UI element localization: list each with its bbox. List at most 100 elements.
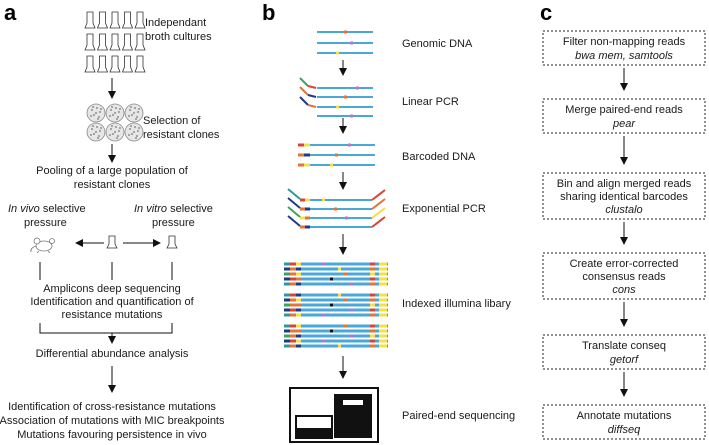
adapter-mark xyxy=(370,272,375,276)
adapter-mark xyxy=(370,308,375,312)
colony-dot xyxy=(129,109,131,111)
index-mark xyxy=(284,303,290,307)
colony-dot xyxy=(134,107,136,109)
adapter-mark xyxy=(290,293,296,297)
colony-dot xyxy=(100,108,102,110)
step1-label-line2: broth cultures xyxy=(145,31,212,43)
invivo-label-line2: pressure xyxy=(24,217,67,229)
index-mark xyxy=(284,329,290,333)
barcode-mark xyxy=(296,339,301,343)
colony-dot xyxy=(90,115,92,117)
barcode-mark xyxy=(304,153,310,157)
colony-dot xyxy=(130,125,132,127)
step5-label: Differential abundance analysis xyxy=(36,348,189,360)
pipeline-box-annotate xyxy=(542,404,706,440)
mutation-mark xyxy=(322,262,325,266)
colony-dot xyxy=(97,118,99,120)
colony-dot xyxy=(133,131,135,133)
barcode-mark xyxy=(296,334,301,338)
invivo-label-line1: In vivo selective xyxy=(8,203,86,215)
barcode-mark xyxy=(296,298,301,302)
barcode-mark xyxy=(305,216,310,220)
index-mark xyxy=(379,303,387,307)
index-mark xyxy=(379,313,387,317)
colony-dot xyxy=(110,128,112,130)
adapter-tail xyxy=(371,216,386,228)
adapter-mark xyxy=(290,298,296,302)
index-mark xyxy=(284,324,290,328)
culture-tube-icon xyxy=(134,33,146,51)
culture-tube-icon xyxy=(96,55,109,73)
index-mark xyxy=(379,282,387,286)
barcode-mark xyxy=(305,207,310,211)
adapter-mark xyxy=(370,282,375,286)
culture-tube-icon xyxy=(134,11,146,29)
colony-dot xyxy=(100,127,102,129)
index-mark xyxy=(379,277,387,281)
mutation-mark xyxy=(322,339,325,343)
adapter-mark xyxy=(300,198,305,202)
step4-label-line1: Amplicons deep sequencing xyxy=(43,283,181,295)
colony-dot xyxy=(136,135,138,137)
pipeline-box-filter xyxy=(542,30,706,66)
adapter-mark xyxy=(300,225,305,229)
index-mark xyxy=(284,334,290,338)
adapter-mark xyxy=(290,272,296,276)
panel-a-letter: a xyxy=(4,0,17,25)
step6-label-line3: Mutations favouring persistence in vivo xyxy=(17,429,207,441)
colony-dot xyxy=(117,135,119,137)
adapter-tail xyxy=(287,215,301,227)
index-mark xyxy=(284,344,290,348)
step3-label-line2: resistant clones xyxy=(74,179,151,191)
adapter-tail xyxy=(287,206,301,218)
adapter-mark xyxy=(300,207,305,211)
adapter-mark xyxy=(370,334,375,338)
index-mark xyxy=(284,298,290,302)
index-mark xyxy=(284,339,290,343)
step4-label-line2: Identification and quantification of xyxy=(30,296,194,308)
colony-dot xyxy=(135,118,137,120)
colony-dot xyxy=(92,106,94,108)
step6-label-line1: Identification of cross-resistance mutat… xyxy=(8,401,216,413)
adapter-mark xyxy=(290,267,296,271)
box6-line1: Annotate mutations xyxy=(577,410,672,422)
mutation-mark xyxy=(356,86,359,90)
index-mark xyxy=(379,329,387,333)
mutation-mark xyxy=(338,344,341,348)
adapter-mark xyxy=(370,303,375,307)
culture-tube-icon xyxy=(109,55,121,73)
index-mark xyxy=(379,324,387,328)
adapter-mark xyxy=(370,277,375,281)
colony-dot xyxy=(131,114,133,116)
colony-dot xyxy=(131,133,133,135)
box2-tool: pear xyxy=(612,118,636,130)
merge-bracket xyxy=(39,323,173,334)
barcode-mark xyxy=(296,282,301,286)
index-mark xyxy=(379,298,387,302)
index-mark xyxy=(379,334,387,338)
culture-tube-icon xyxy=(96,33,109,51)
mouse-icon xyxy=(30,237,55,254)
adapter-tail xyxy=(287,188,301,200)
step2-label-line1: Selection of xyxy=(143,115,201,127)
mutation-mark xyxy=(344,30,347,34)
mutation-mark xyxy=(350,308,353,312)
barcode-mark xyxy=(296,308,301,312)
colony-dot xyxy=(117,116,119,118)
index-mark xyxy=(379,272,387,276)
mutation-mark xyxy=(338,293,341,297)
colony-dot xyxy=(109,134,111,136)
culture-tube-icon xyxy=(96,11,109,29)
adapter-mark xyxy=(290,308,296,312)
mutation-mark xyxy=(350,114,353,118)
colony-dot xyxy=(138,127,140,129)
barcode-mark xyxy=(296,293,301,297)
barcode-mark xyxy=(296,272,301,276)
colony-dot xyxy=(95,131,97,133)
mutation-mark xyxy=(322,313,325,317)
colony-dot xyxy=(138,108,140,110)
mutation-mark xyxy=(330,329,333,333)
adapter-mark xyxy=(290,339,296,343)
box2-line1: Merge paired-end reads xyxy=(565,104,683,116)
pipeline-box-merge xyxy=(542,98,706,134)
